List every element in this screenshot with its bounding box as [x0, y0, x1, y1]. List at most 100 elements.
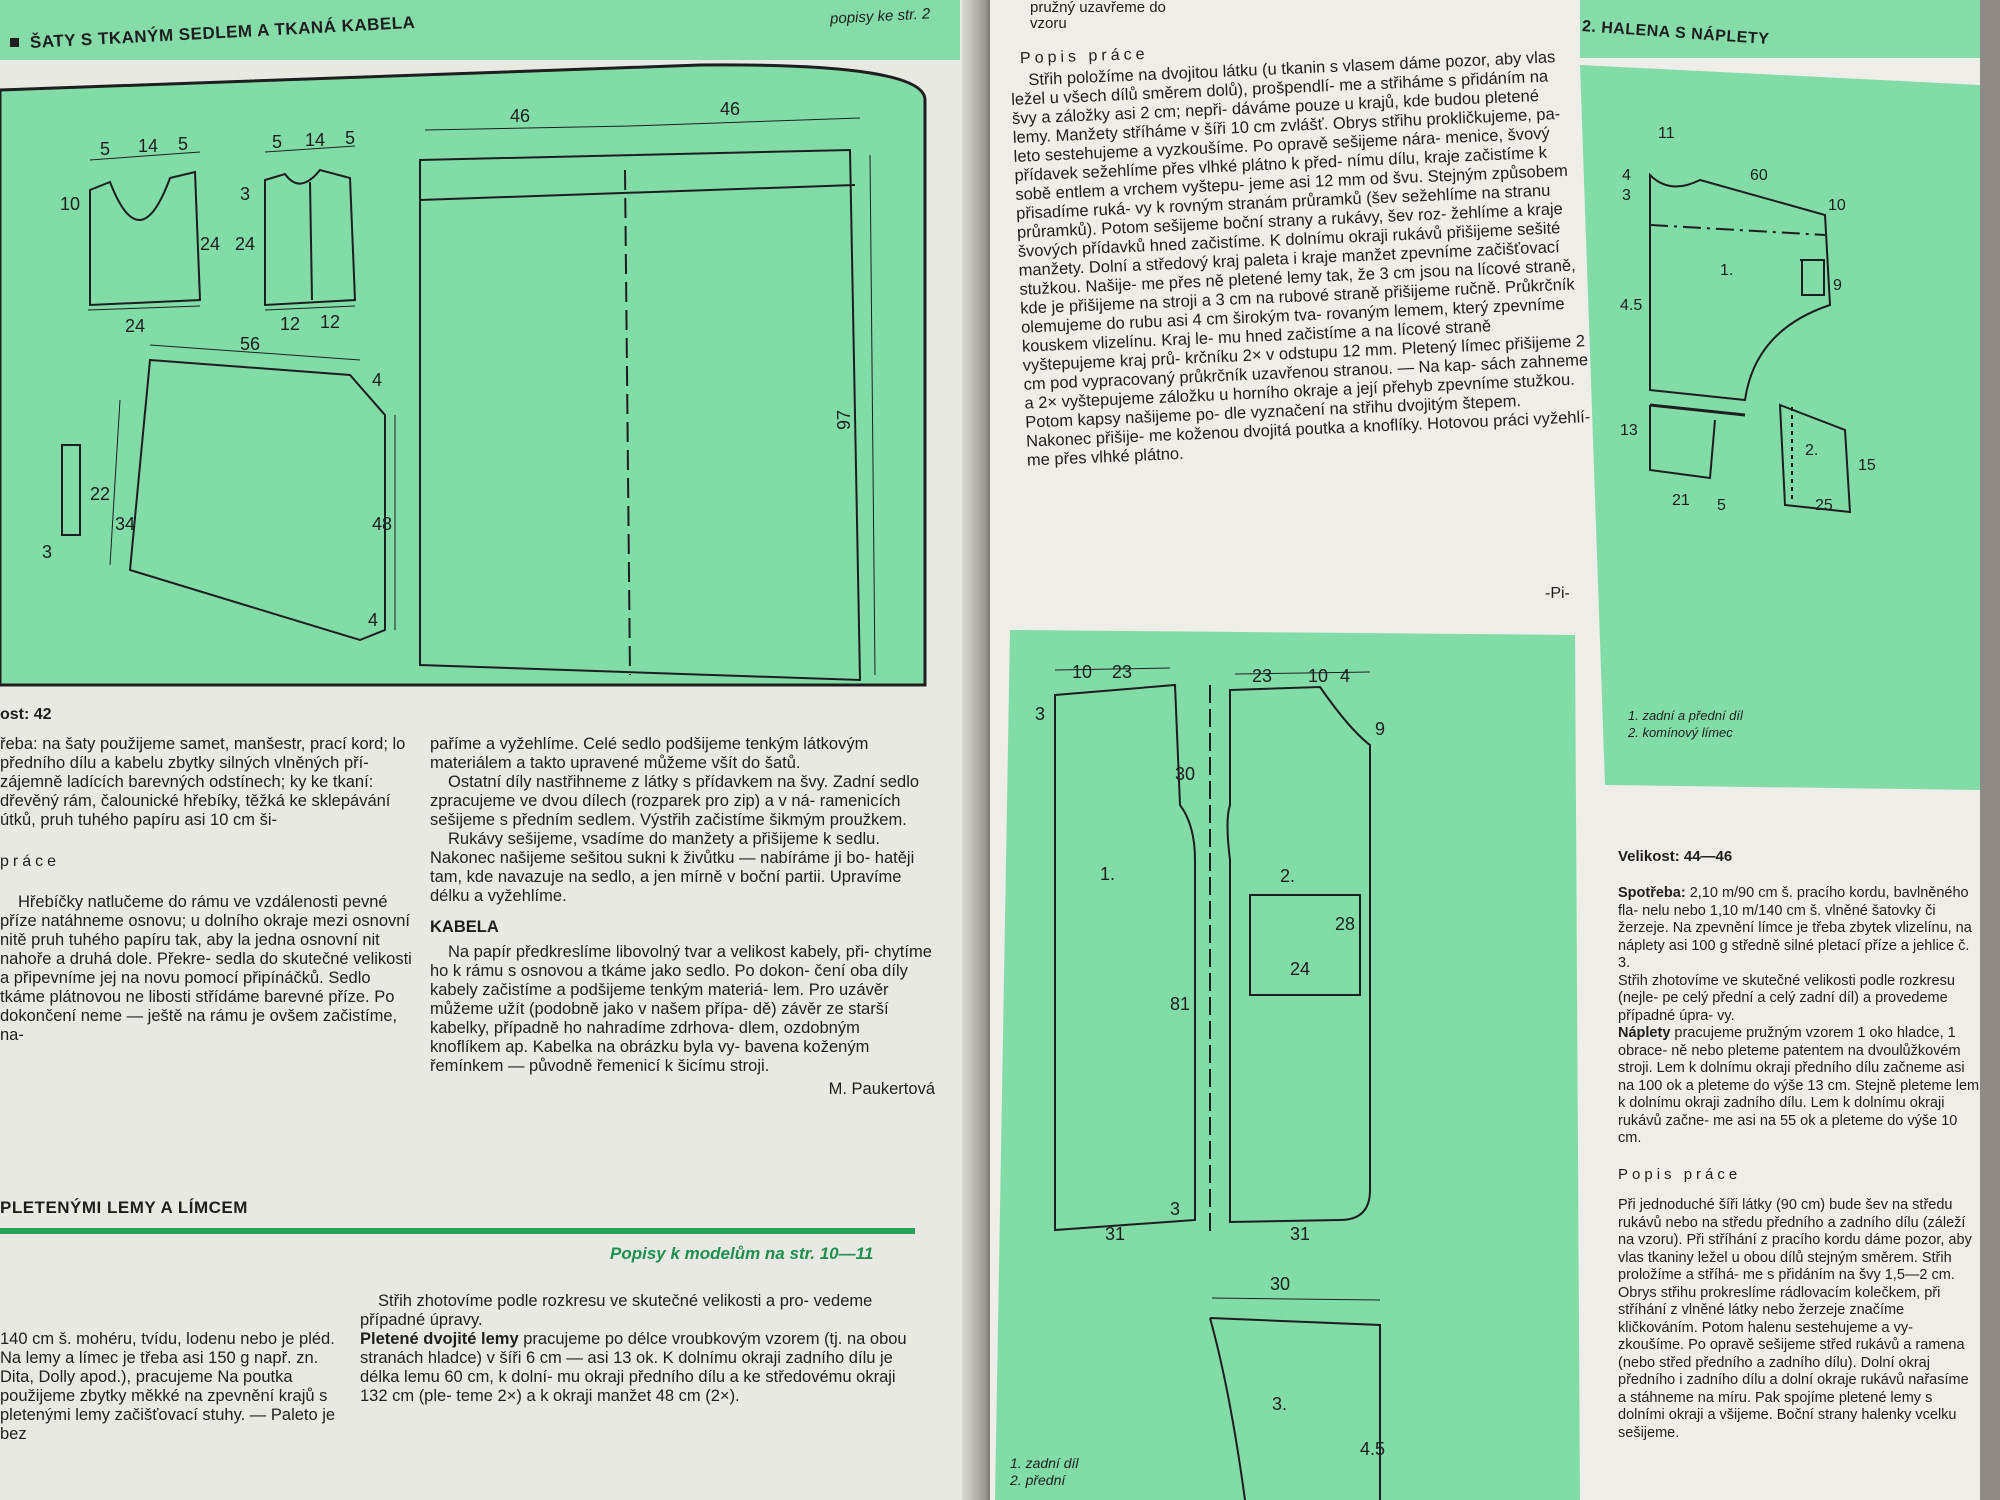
dim-label: 14	[138, 136, 158, 156]
dim-label: 12	[280, 314, 300, 334]
size-line: ost: 42	[0, 706, 52, 723]
dim-label: 15	[1858, 457, 1876, 474]
dim-label: 97	[834, 410, 854, 430]
dim-label: 34	[115, 514, 135, 534]
spotreba-text: 2,10 m/90 cm š. pracího kordu, bavlněnéh…	[1618, 885, 1972, 971]
dim-label: 3	[1170, 1199, 1180, 1219]
dim-label: 30	[1270, 1274, 1290, 1294]
dim-label: 2.	[1805, 442, 1818, 459]
dim-label: 4.5	[1620, 297, 1642, 314]
dim-label: 3	[1035, 704, 1045, 724]
dim-label: 4	[1622, 167, 1631, 184]
top-cut-text: pružný uzavřeme do vzoru	[1030, 0, 1166, 32]
left-col2-para3: Rukávy sešijeme, vsadíme do manžety a př…	[430, 830, 915, 905]
bottom-col1: 140 cm š. mohéru, tvídu, lodenu nebo je …	[0, 1330, 340, 1444]
dim-label: 81	[1170, 994, 1190, 1014]
left-col2: paříme a vyžehlíme. Celé sedlo podšijeme…	[430, 735, 935, 1099]
dim-label: 25	[1815, 497, 1833, 514]
dim-label: 21	[1672, 492, 1690, 509]
section2-title: PLETENÝMI LEMY A LÍMCEM	[0, 1198, 248, 1217]
dim-label: 3	[1622, 187, 1631, 204]
dim-label: 46	[720, 99, 740, 119]
dim-label: 11	[1658, 125, 1675, 142]
spotreba-bold: Spotřeba:	[1618, 885, 1686, 901]
right-subhead: Popis práce	[1019, 45, 1149, 68]
right-subhead-2: Popis práce	[1618, 1165, 1742, 1183]
dim-label: 30	[1175, 764, 1195, 784]
signature: M. Paukertová	[828, 1080, 935, 1098]
left-col1-body: Hřebíčky natlučeme do rámu ve vzdálenost…	[0, 893, 412, 1044]
left-col2-para1: paříme a vyžehlíme. Celé sedlo podšijeme…	[430, 735, 869, 772]
naplety-bold: Náplety	[1618, 1025, 1671, 1041]
dim-label: 4	[1340, 666, 1350, 686]
dim-label: 24	[125, 316, 145, 336]
dim-label: 31	[1105, 1224, 1125, 1244]
bottom-col2-body: pracujeme po délce vroubkovým vzorem (tj…	[360, 1330, 907, 1405]
section2-rule	[0, 1228, 915, 1234]
right-body-2: Při jednoduché šíři látky (90 cm) bude š…	[1618, 1197, 1972, 1441]
dim-label: 10	[1308, 666, 1328, 686]
dim-label: 48	[372, 514, 392, 534]
dim-label: 22	[90, 484, 110, 504]
left-subhead: práce	[0, 853, 61, 870]
dim-label: 3	[42, 542, 52, 562]
dim-label: 12	[320, 312, 340, 332]
dim-label: 5	[100, 139, 110, 159]
dim-label: 2.	[1280, 866, 1295, 886]
dim-label: 60	[1750, 167, 1768, 184]
material-text: řeba: na šaty použijeme samet, manšestr,…	[0, 735, 406, 829]
dim-label: 4	[372, 370, 382, 390]
dim-label: 3	[240, 184, 250, 204]
dim-label: 24	[235, 234, 255, 254]
dim-label: 56	[240, 334, 260, 354]
halena-spec-col: Spotřeba: 2,10 m/90 cm š. pracího kordu,…	[1618, 885, 1980, 1442]
paleto-pattern-diagram: 10 23 23 10 4 3 9 30 1. 2. 81 28 24 3 31…	[995, 630, 1580, 1500]
paleto-legend-1: 1. zadní díl	[1010, 1455, 1079, 1471]
right-page: pružný uzavřeme do vzoru Popis práce Stř…	[990, 0, 1980, 1500]
bottom-col2: Střih zhotovíme podle rozkresu ve skuteč…	[360, 1292, 915, 1406]
left-col2-para2: Ostatní díly nastřihneme z látky s přída…	[430, 773, 920, 829]
halena-pattern-diagram: 11 4 3 60 10 1. 4.5 9 13 2. 21 5 25 15 1…	[1580, 65, 1980, 790]
initials: -Pi-	[1545, 585, 1570, 602]
dim-label: 5	[345, 128, 355, 148]
dim-label: 1.	[1720, 262, 1733, 279]
dress-pattern-diagram: 5 14 5 5 14 5 10 24 3 24 24 12 12 56 46 …	[0, 63, 927, 687]
naplety-text: pracujeme pružným vzorem 1 oko hladce, 1…	[1618, 1025, 1980, 1146]
left-header-strip	[0, 0, 960, 60]
dim-label: 28	[1335, 914, 1355, 934]
header-bullet	[10, 38, 19, 47]
halena-legend-1: 1. zadní a přední díl	[1628, 708, 1744, 723]
halena-legend-2: 2. komínový límec	[1627, 725, 1733, 740]
bottom-col1-text: 140 cm š. mohéru, tvídu, lodenu nebo je …	[0, 1330, 336, 1443]
dim-label: 10	[1072, 662, 1092, 682]
kabela-body: Na papír předkreslíme libovolný tvar a v…	[430, 943, 932, 1075]
halena-header-strip	[1580, 0, 1980, 58]
dim-label: 23	[1252, 666, 1272, 686]
right-body: Střih položíme na dvojitou látku (u tkan…	[1010, 48, 1591, 470]
kabela-title: KABELA	[430, 918, 499, 936]
bottom-col2-intro: Střih zhotovíme podle rozkresu ve skuteč…	[360, 1292, 873, 1329]
dim-label: 24	[1290, 959, 1310, 979]
dim-label: 9	[1833, 277, 1842, 294]
dim-label: 9	[1375, 719, 1385, 739]
dim-label: 1.	[1100, 864, 1115, 884]
dim-label: 5	[1717, 497, 1726, 514]
velikost: Velikost: 44—46	[1618, 848, 1733, 865]
dim-label: 5	[178, 134, 188, 154]
dim-label: 46	[510, 106, 530, 126]
dim-label: 4.5	[1360, 1439, 1385, 1459]
dim-label: 31	[1290, 1224, 1310, 1244]
paleto-legend-2: 2. přední	[1009, 1472, 1067, 1488]
dim-label: 23	[1112, 662, 1132, 682]
left-col1: řeba: na šaty použijeme samet, manšestr,…	[0, 735, 420, 1045]
dim-label: 10	[60, 194, 80, 214]
lemy-bold: Pletené dvojité lemy	[360, 1330, 519, 1348]
dim-label: 13	[1620, 422, 1638, 439]
left-page: ŠATY S TKANÝM SEDLEM A TKANÁ KABELA popi…	[0, 0, 975, 1500]
dim-label: 3.	[1272, 1394, 1287, 1414]
strih-text: Střih zhotovíme ve skutečné velikosti po…	[1618, 972, 1955, 1024]
dim-label: 24	[200, 234, 220, 254]
section2-ref: Popisy k modelům na str. 10—11	[610, 1244, 874, 1263]
dim-label: 4	[368, 610, 378, 630]
dim-label: 5	[272, 132, 282, 152]
